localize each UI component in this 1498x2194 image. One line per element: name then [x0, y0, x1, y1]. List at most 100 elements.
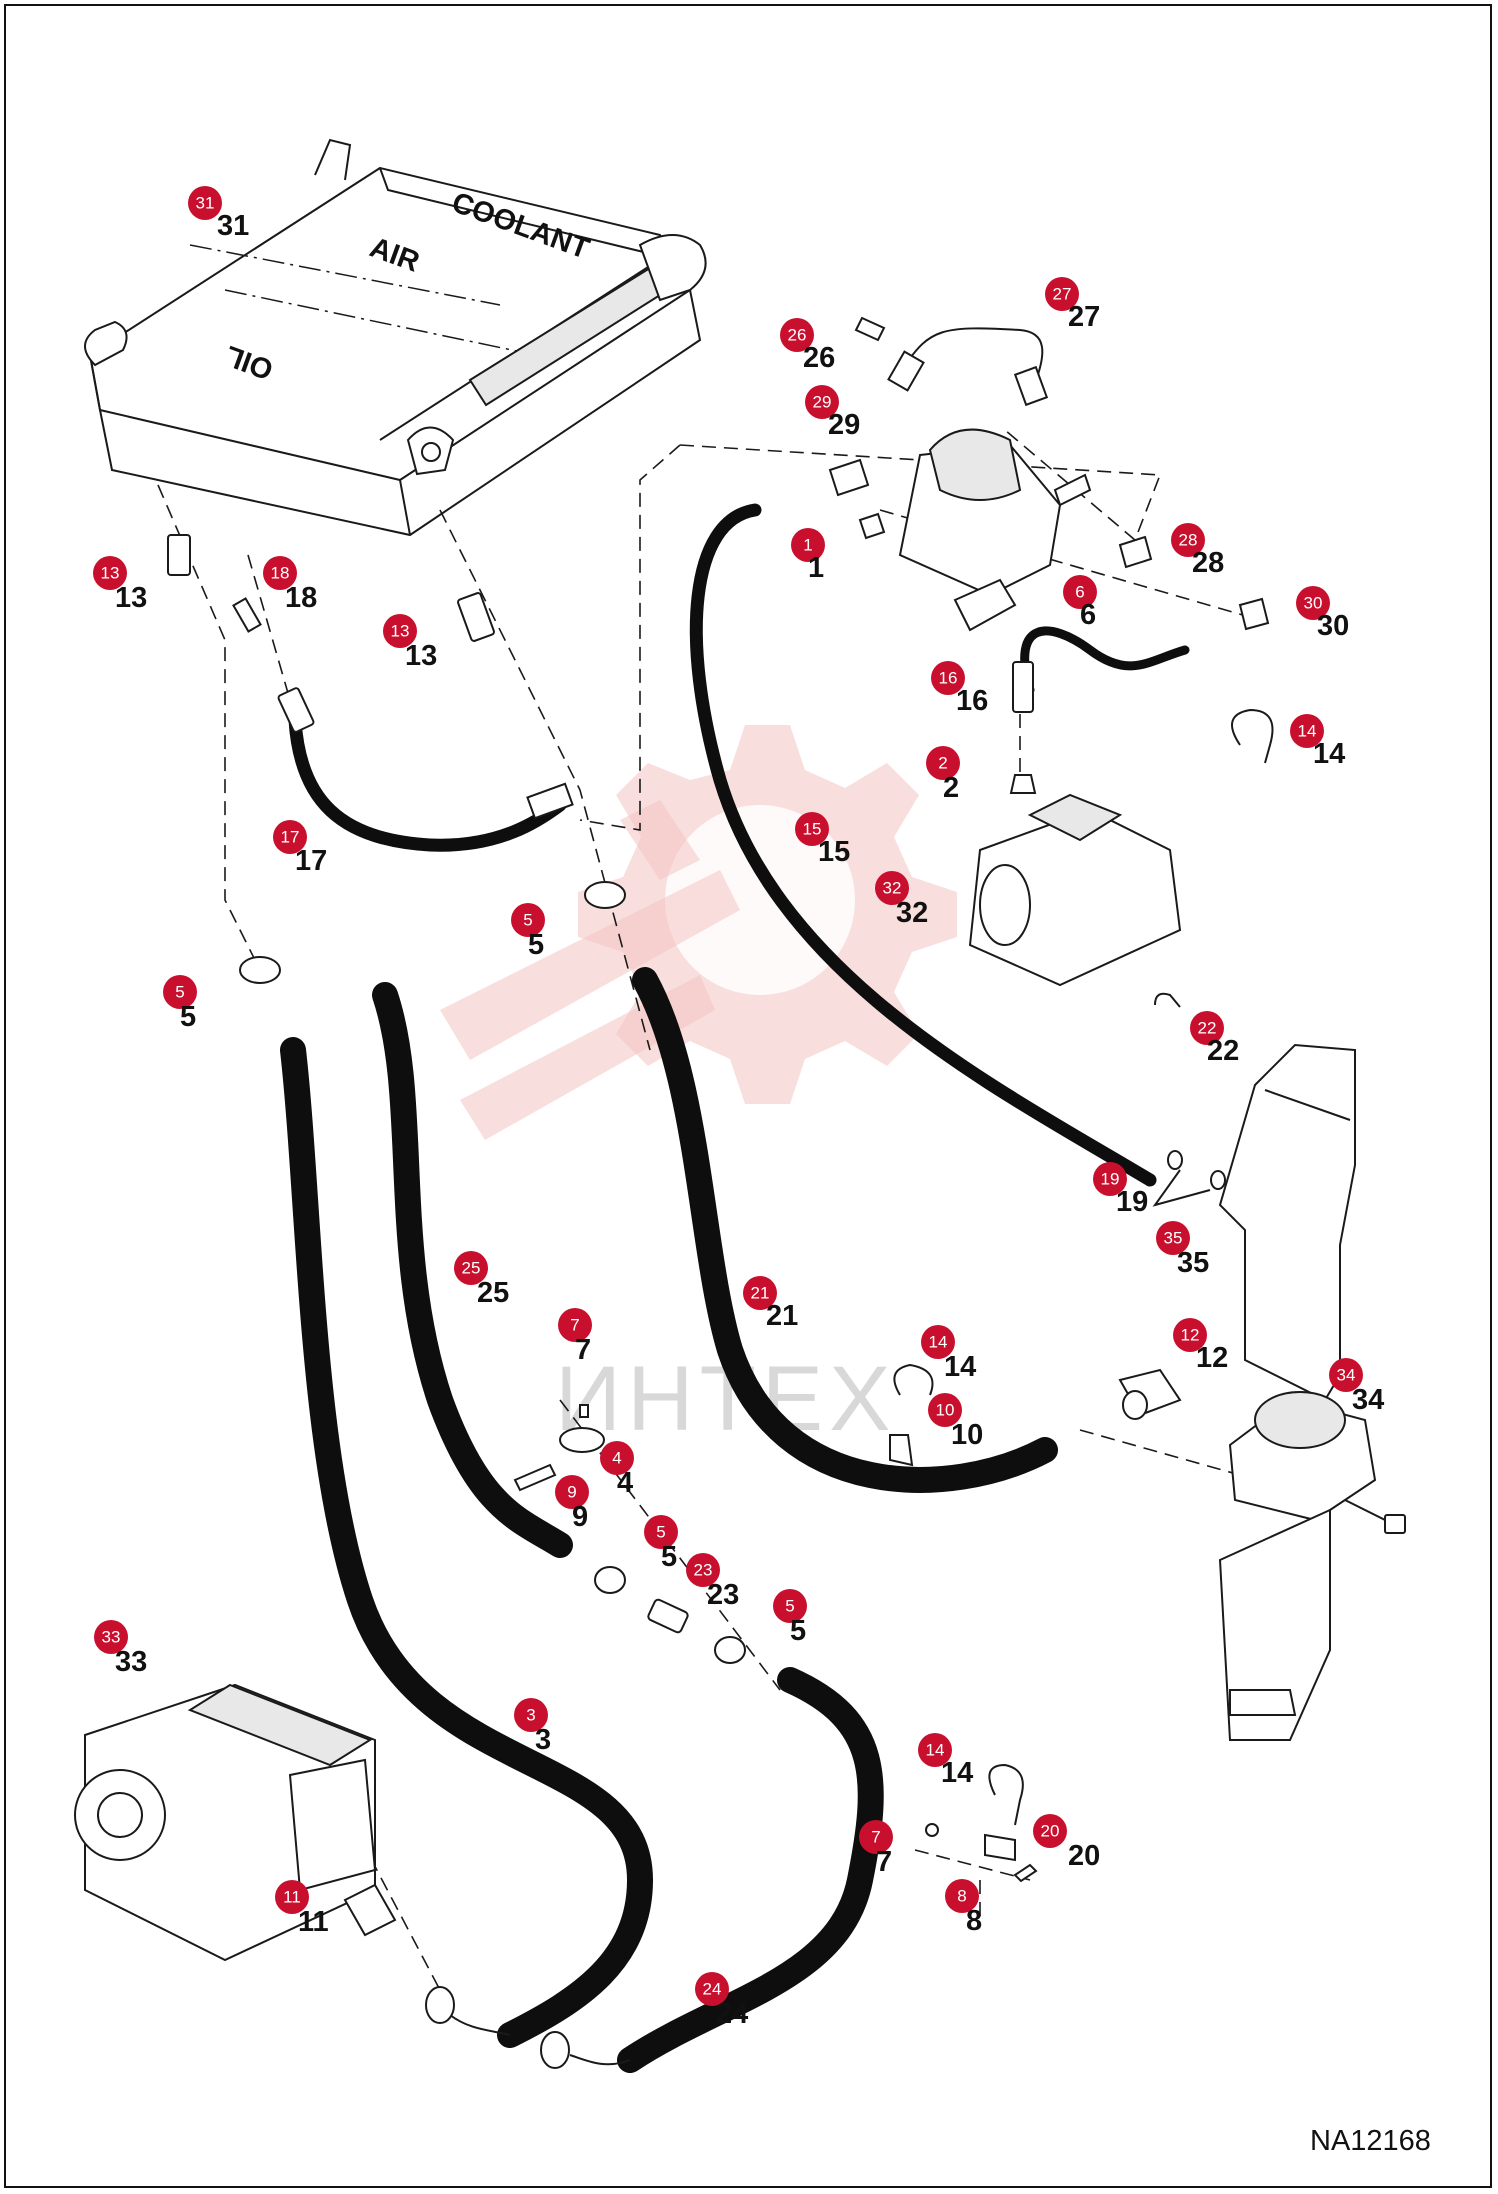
hose-24: [617, 1667, 884, 2073]
callout-badge-number: 12: [1181, 1326, 1200, 1345]
callout-badge-number: 25: [462, 1259, 481, 1278]
callout-label: 2: [943, 772, 959, 804]
callout-c5a: 5: [511, 903, 545, 937]
callout-c13b: 13: [383, 614, 417, 648]
callout-c20: 20: [1033, 1814, 1067, 1848]
callout-c8: 8: [945, 1879, 979, 1913]
callout-label: 29: [828, 409, 860, 441]
callout-badge-number: 3: [526, 1706, 535, 1725]
callout-badge: [188, 186, 222, 220]
callout-badge: [686, 1553, 720, 1587]
callout-badge: [1093, 1162, 1127, 1196]
callout-label: 14: [941, 1757, 973, 1789]
callout-badge-number: 29: [813, 393, 832, 412]
callout-badge-number: 15: [803, 820, 822, 839]
tube-27: [904, 327, 1044, 396]
callout-badge-number: 14: [929, 1333, 948, 1352]
callout-badge: [275, 1880, 309, 1914]
callout-badge: [921, 1325, 955, 1359]
callout-c7b: 7: [859, 1820, 893, 1854]
callout-label: 7: [876, 1846, 892, 1878]
callout-badge: [780, 318, 814, 352]
callout-badge-number: 5: [656, 1523, 665, 1542]
callout-badge: [945, 1879, 979, 1913]
hose-3: [280, 1037, 654, 2048]
hose-17: [288, 713, 567, 852]
callout-c18: 18: [263, 556, 297, 590]
callout-c5d: 5: [773, 1589, 807, 1623]
callout-badge-number: 21: [751, 1284, 770, 1303]
callout-c14c: 14: [918, 1733, 952, 1767]
callout-label: 18: [285, 582, 317, 614]
callout-label: 5: [528, 929, 544, 961]
callout-badge: [93, 556, 127, 590]
callout-label: 31: [217, 210, 249, 242]
callout-c26: 26: [780, 318, 814, 352]
callout-label: 14: [944, 1351, 976, 1383]
callout-badge-number: 34: [1337, 1366, 1356, 1385]
callout-badge: [383, 614, 417, 648]
hose-25: [372, 982, 573, 1558]
callout-c9: 9: [555, 1475, 589, 1509]
callout-label: 13: [405, 640, 437, 672]
callout-badge-number: 35: [1164, 1229, 1183, 1248]
callout-badge: [743, 1276, 777, 1310]
callout-badge-number: 33: [102, 1628, 121, 1647]
callout-badge-number: 6: [1075, 583, 1084, 602]
callout-label: 9: [572, 1501, 588, 1533]
callout-badge: [94, 1620, 128, 1654]
callout-badge-number: 1: [803, 536, 812, 555]
callout-label: 35: [1177, 1247, 1209, 1279]
callout-badge: [875, 871, 909, 905]
callout-c14b: 14: [921, 1325, 955, 1359]
callout-badge-number: 27: [1053, 285, 1072, 304]
callout-badge-number: 22: [1198, 1019, 1217, 1038]
callout-badge-number: 32: [883, 879, 902, 898]
callout-c19: 19: [1093, 1162, 1127, 1196]
callout-badge-number: 14: [926, 1741, 945, 1760]
callout-badge: [514, 1698, 548, 1732]
callout-label: 22: [1207, 1035, 1239, 1067]
callout-badge: [555, 1475, 589, 1509]
callout-c24: 24: [695, 1972, 729, 2006]
callout-c4: 4: [600, 1441, 634, 1475]
callout-badge-number: 17: [281, 828, 300, 847]
callout-label: 7: [575, 1334, 591, 1366]
callout-badge: [1290, 714, 1324, 748]
callout-label: 14: [1313, 738, 1345, 770]
callout-badge: [1063, 575, 1097, 609]
callout-label: 5: [661, 1541, 677, 1573]
callout-c5c: 5: [644, 1515, 678, 1549]
callout-c33: 33: [94, 1620, 128, 1654]
callout-badge: [558, 1308, 592, 1342]
callout-badge-number: 13: [391, 622, 410, 641]
components: [74, 316, 1406, 2069]
callout-badge: [928, 1393, 962, 1427]
callout-c31: 31: [188, 186, 222, 220]
callout-c14a: 14: [1290, 714, 1324, 748]
callout-label: 34: [1352, 1384, 1384, 1416]
callout-badge: [163, 975, 197, 1009]
callout-badge: [1329, 1358, 1363, 1392]
callout-c30: 30: [1296, 586, 1330, 620]
callout-badge: [773, 1589, 807, 1623]
callout-label: 27: [1068, 301, 1100, 333]
callout-c2: 2: [926, 746, 960, 780]
callout-label: 20: [1068, 1840, 1100, 1872]
callout-badge: [931, 661, 965, 695]
callout-badge: [918, 1733, 952, 1767]
callout-badge: [805, 385, 839, 419]
callout-badge-number: 4: [612, 1449, 621, 1468]
callout-label: 21: [766, 1300, 798, 1332]
callout-label: 3: [535, 1724, 551, 1756]
callout-c10: 10: [928, 1393, 962, 1427]
callout-c21: 21: [743, 1276, 777, 1310]
callout-label: 10: [951, 1419, 983, 1451]
callout-badge: [600, 1441, 634, 1475]
callout-c12: 12: [1173, 1318, 1207, 1352]
callout-c1: 1: [791, 528, 825, 562]
callout-badge: [1296, 586, 1330, 620]
callout-badge-number: 14: [1298, 722, 1317, 741]
callout-badge-number: 7: [871, 1828, 880, 1847]
